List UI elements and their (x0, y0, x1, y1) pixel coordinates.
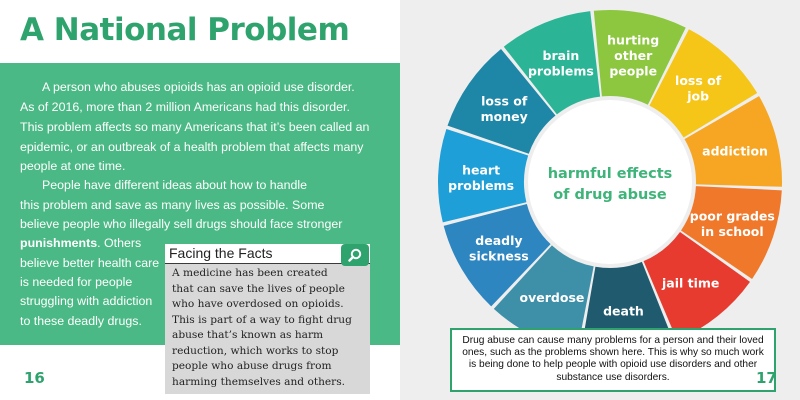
wheel-segment (443, 203, 551, 307)
wheel-segment-label: deadly (475, 233, 522, 248)
facts-title: Facing the Facts (169, 245, 273, 261)
wheel-segment-label: money (481, 109, 528, 124)
facts-header: Facing the Facts (165, 244, 370, 264)
wheel-segment-label: jail time (661, 276, 719, 291)
body-line: this problem and save as many lives as p… (20, 198, 325, 212)
wheel-segment-label: loss of (675, 73, 722, 88)
caption-line: ones, such as the problems shown here. T… (462, 347, 764, 359)
page-number: 17 (756, 369, 777, 387)
body-line: As of 2016, more than 2 million American… (20, 100, 350, 114)
wheel-segment-label: heart (462, 162, 500, 177)
search-button[interactable] (341, 244, 369, 266)
left-page: A National Problem A person who abuses o… (0, 12, 400, 394)
wheel-segment-label: poor grades (690, 208, 775, 223)
caption-line: is being done to help people with opioid… (468, 359, 758, 371)
wheel-segment-label: overdose (520, 290, 585, 305)
caption-line: Drug abuse can cause many problems for a… (462, 335, 764, 346)
wheel-segment (438, 129, 529, 223)
wheel-segment (643, 231, 751, 341)
wheel-segment (493, 245, 594, 351)
bold-term: punishments (20, 236, 98, 250)
wheel-segment-label: sickness (469, 248, 529, 263)
wheel-segment-label: addiction (702, 143, 768, 158)
wheel-segment (681, 186, 782, 279)
wheel-segment-label: brain (543, 48, 580, 63)
body-line: is needed for people (20, 275, 133, 289)
wheel-segment (503, 11, 601, 115)
wheel-center-line: of drug abuse (553, 187, 667, 203)
facts-line: abuse that’s known as harm (172, 329, 324, 341)
wheel-segment (593, 9, 686, 105)
facts-line: people who abuse drugs from (172, 360, 332, 372)
page-title: A National Problem (20, 12, 350, 48)
facts-line: reduction, which works to stop (172, 344, 339, 357)
wheel-segment-label: death (603, 303, 644, 318)
facts-line: A medicine has been created (172, 267, 328, 279)
body-line: people at one time. (20, 159, 126, 173)
wheel-segment-label: problems (528, 63, 594, 78)
wheel-segment-label: people (609, 64, 657, 79)
wheel-segment-label: hurting (607, 33, 659, 48)
wheel-segment-label: other (614, 48, 653, 63)
wheel-segment-label: job (686, 89, 709, 104)
wheel-center (528, 100, 692, 264)
caption-line: substance use disorders. (556, 371, 670, 383)
body-line: People have different ideas about how to… (42, 178, 307, 192)
magnifier-icon (348, 248, 362, 262)
wheel-center-line: harmful effects (548, 166, 673, 182)
facts-line: that can save the lives of people (172, 282, 345, 295)
body-line: epidemic, or an outbreak of a health pro… (20, 140, 364, 154)
wheel-segment (684, 96, 782, 187)
facing-the-facts-box: Facing the Facts A medicine has been cre… (165, 244, 370, 394)
body-line: This problem affects so many Americans t… (20, 120, 370, 134)
body-line: struggling with addiction (20, 294, 153, 308)
wheel-segment-label: problems (448, 178, 514, 193)
wheel-segment (649, 29, 758, 138)
page-number: 16 (24, 369, 45, 387)
wheel-segment-label: loss of (481, 93, 528, 108)
facts-line: who have overdosed on opioids. (172, 298, 344, 310)
caption-box: Drug abuse can cause many problems for a… (450, 328, 776, 392)
body-line: punishments. Others (20, 236, 141, 250)
body-line: A person who abuses opioids has an opioi… (42, 80, 355, 94)
facts-line: This is part of a way to fight drug (172, 313, 352, 326)
wheel-segment (447, 48, 556, 154)
wheel-segment-label: in school (701, 224, 764, 239)
body-line: believe better health care (20, 256, 160, 270)
facts-line: harming themselves and others. (172, 375, 346, 388)
body-line: believe people who illegally sell drugs … (20, 217, 343, 231)
caption-text: Drug abuse can cause many problems for a… (452, 335, 774, 384)
body-line: to these deadly drugs. (20, 314, 142, 328)
body-fragment: . Others (97, 236, 142, 250)
